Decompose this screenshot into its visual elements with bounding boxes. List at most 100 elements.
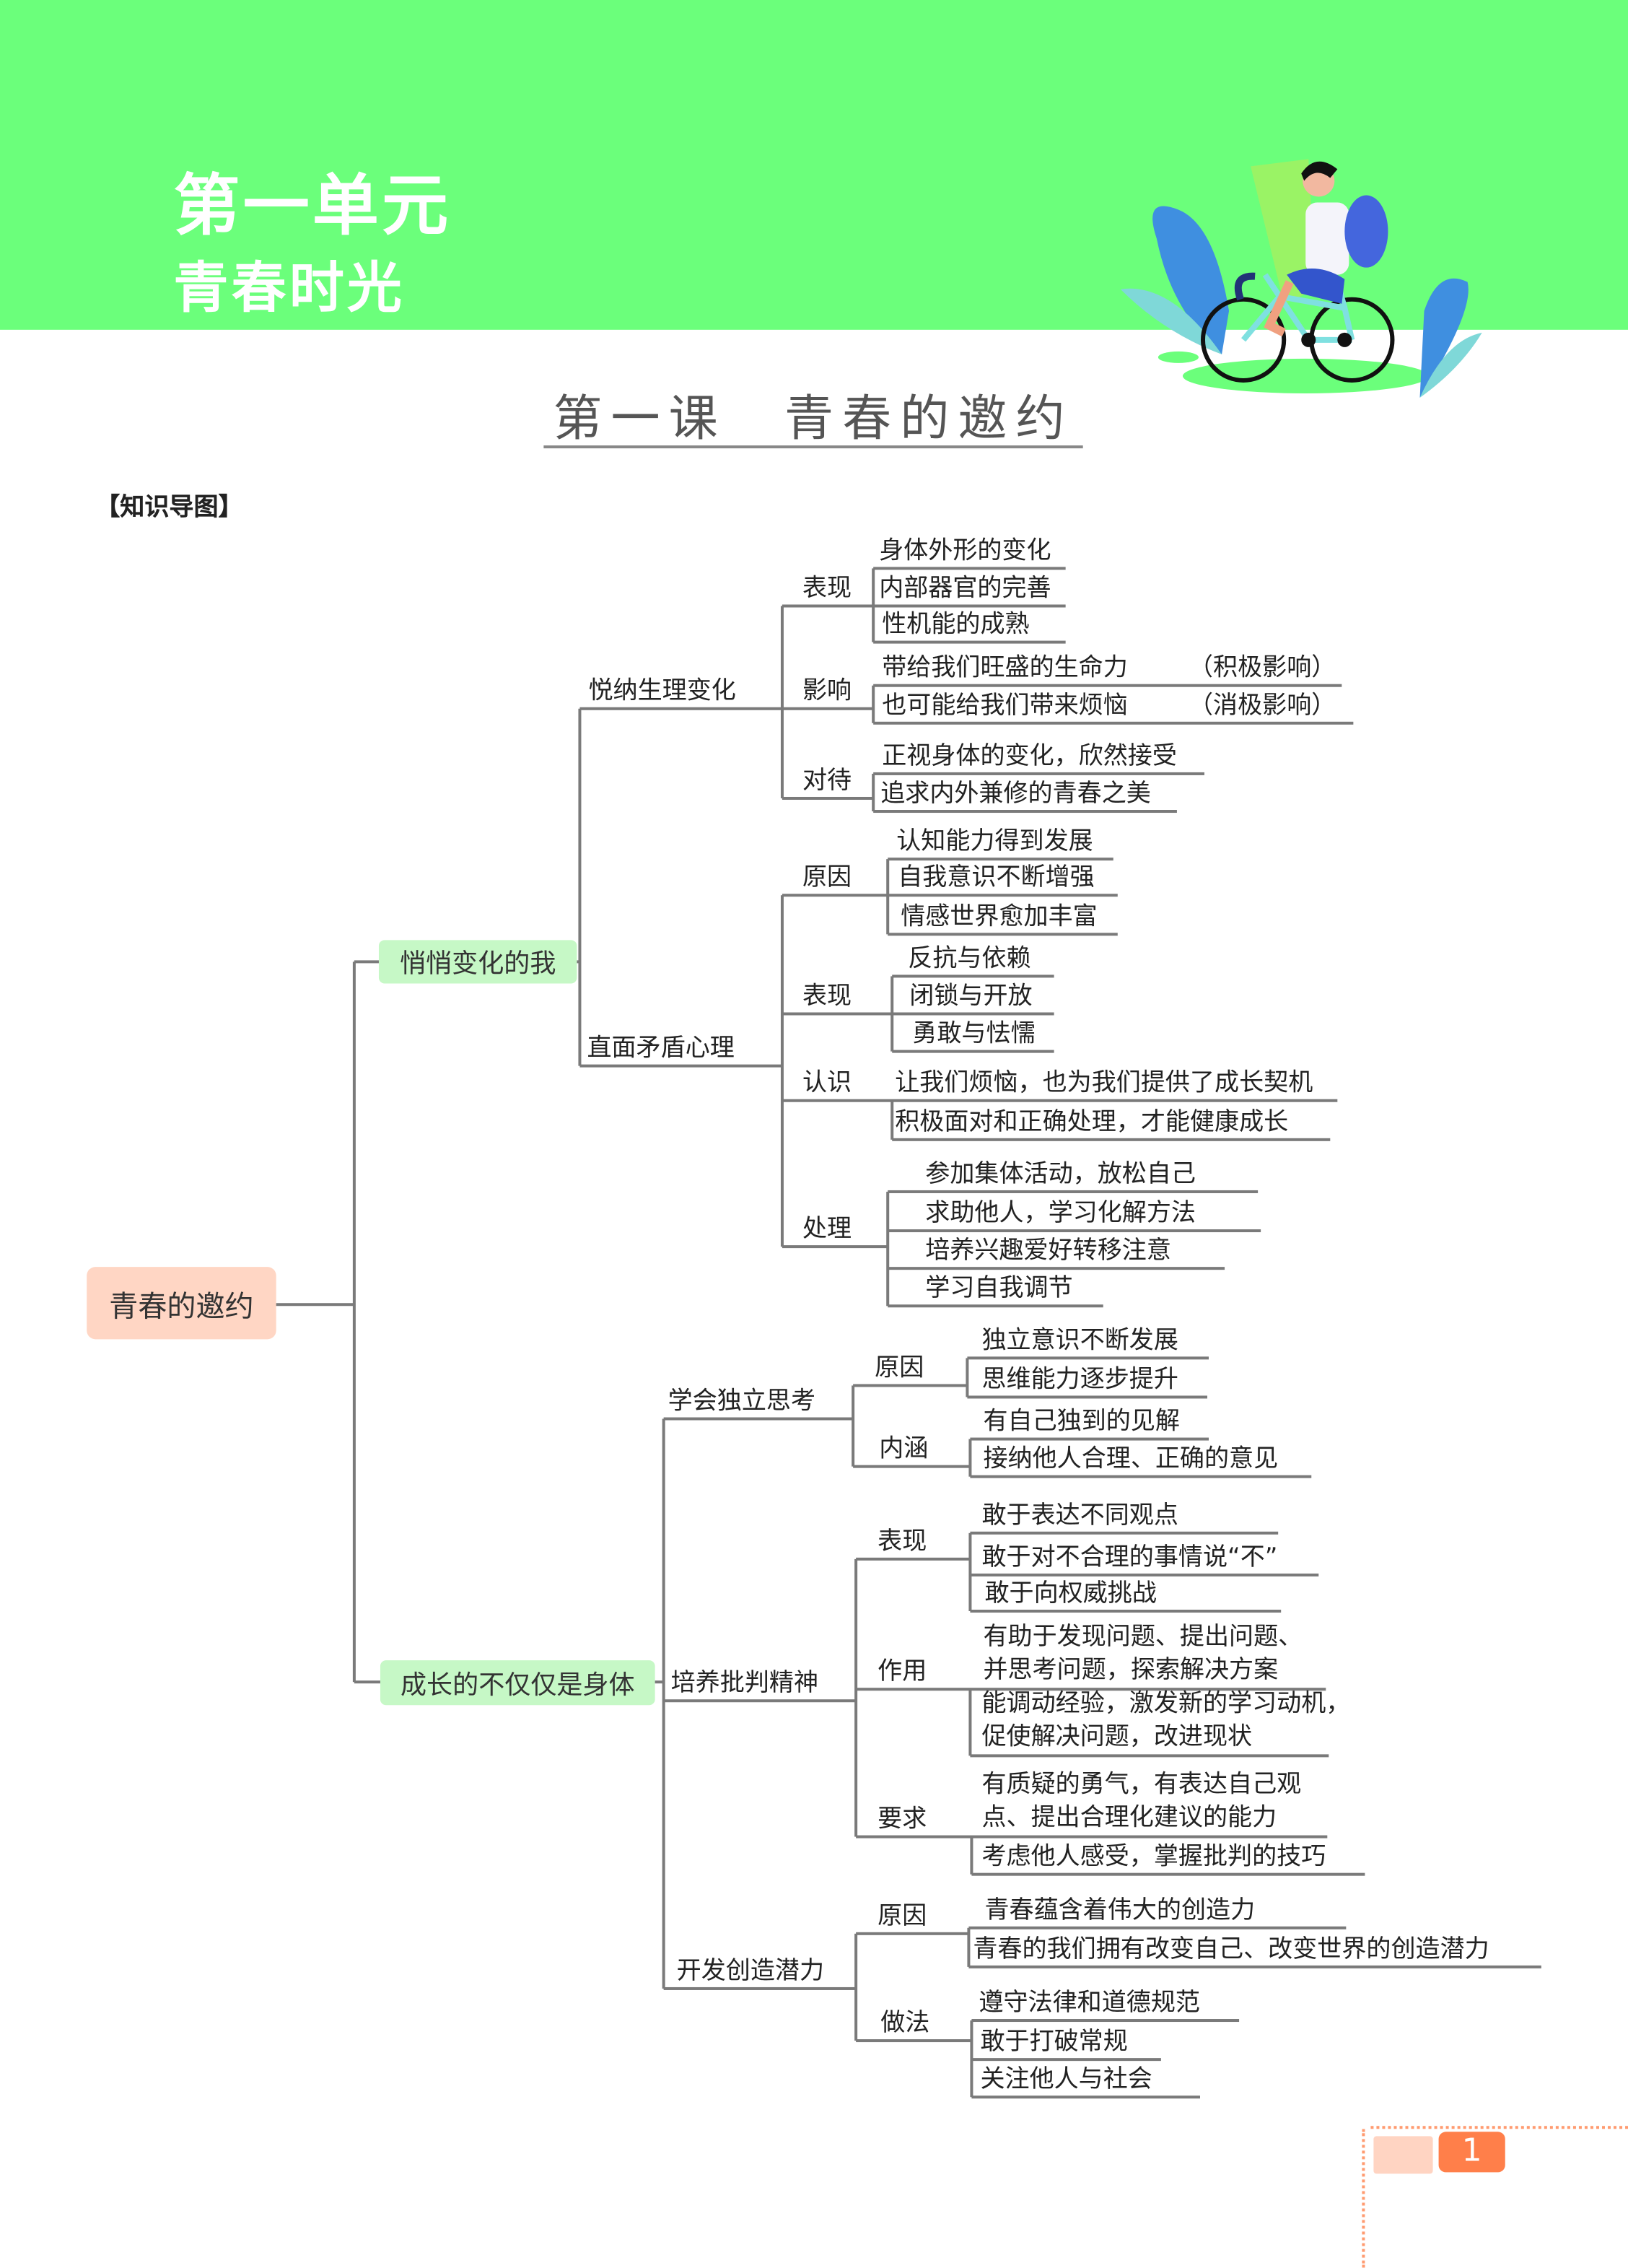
mindmap-node-label: 作用 bbox=[878, 1657, 927, 1687]
mindmap-leaf-item: 身体外形的变化 bbox=[879, 536, 1051, 566]
connector-line bbox=[853, 1465, 971, 1468]
connector-line bbox=[579, 707, 782, 710]
connector-line bbox=[970, 1574, 1319, 1576]
mindmap-leaf-item: 考虑他人感受，掌握批判的技巧 bbox=[981, 1842, 1326, 1872]
mindmap-leaf-item: 接纳他人合理、正确的意见 bbox=[983, 1444, 1279, 1474]
connector-line bbox=[663, 1699, 857, 1702]
connector-line bbox=[872, 685, 875, 723]
mindmap-node-label: 做法 bbox=[880, 2009, 930, 2038]
connector-line bbox=[781, 606, 784, 798]
mindmap-node-label: 对待 bbox=[802, 766, 852, 795]
mindmap-leaf-item: 关注他人与社会 bbox=[980, 2065, 1152, 2095]
connector-line bbox=[354, 1680, 380, 1683]
connector-line bbox=[970, 1836, 973, 1875]
mindmap-node-label: 学会独立思考 bbox=[668, 1387, 816, 1416]
mindmap-branch-1: 悄悄变化的我 bbox=[378, 940, 577, 984]
mindmap-node-label: 悦纳生理变化 bbox=[588, 676, 736, 706]
mindmap-node-text: 参加集体活动，放松自己 bbox=[925, 1159, 1196, 1189]
mindmap-leaf-item: 青春的我们拥有改变自己、改变世界的创造潜力 bbox=[973, 1935, 1489, 1964]
connector-line bbox=[892, 1012, 1054, 1016]
page-corner-dotted-border bbox=[1370, 2126, 1628, 2129]
mindmap-leaf-item: 也可能给我们带来烦恼 bbox=[882, 691, 1128, 720]
mindmap-node-label: 培养批判精神 bbox=[670, 1669, 819, 1698]
connector-line bbox=[872, 568, 875, 642]
unit-number: 第一单元 bbox=[173, 166, 452, 245]
connector-line bbox=[890, 976, 893, 1052]
mindmap-node-label: 直面矛盾心理 bbox=[587, 1034, 735, 1063]
mindmap-leaf-item: 学习自我调节 bbox=[925, 1274, 1073, 1304]
mindmap-leaf-item: 遵守法律和道德规范 bbox=[979, 1988, 1200, 2018]
connector-line bbox=[873, 567, 1066, 570]
mindmap-leaf-item: 有自己独到的见解 bbox=[983, 1407, 1180, 1436]
connector-line bbox=[353, 961, 356, 1683]
page-number: 1 bbox=[1438, 2132, 1505, 2173]
connector-line bbox=[967, 1927, 970, 1967]
mindmap-node-text: （积极影响） bbox=[1188, 653, 1336, 683]
mindmap-leaf-item: 能调动经验，激发新的学习动机， 促使解决问题，改进现状 bbox=[981, 1689, 1351, 1752]
mindmap-node-label: 认识 bbox=[802, 1068, 852, 1098]
connector-line bbox=[873, 684, 1342, 687]
mindmap-node-text: （消极影响） bbox=[1188, 691, 1336, 720]
mindmap-leaf-item: 敢于对不合理的事情说“不” bbox=[981, 1543, 1278, 1572]
mindmap-leaf-item: 积极面对和正确处理，才能健康成长 bbox=[895, 1107, 1289, 1137]
connector-line bbox=[856, 1835, 1328, 1839]
mindmap-leaf-item: 情感世界愈加丰富 bbox=[901, 902, 1098, 932]
connector-line bbox=[967, 1356, 1209, 1359]
connector-line bbox=[873, 640, 1066, 644]
connector-line bbox=[856, 2039, 972, 2042]
connector-line bbox=[782, 707, 874, 710]
page-corner-dotted-border-vertical bbox=[1362, 2129, 1365, 2268]
mindmap-leaf-item: 求助他人，学习化解方法 bbox=[925, 1198, 1196, 1229]
mindmap-node-text: 让我们烦恼，也为我们提供了成长契机 bbox=[895, 1068, 1313, 1098]
header-band bbox=[0, 0, 1628, 330]
mindmap-node-label: 影响 bbox=[802, 676, 852, 706]
connector-line bbox=[354, 960, 379, 963]
connector-line bbox=[854, 1558, 857, 1837]
mindmap-node-label: 要求 bbox=[878, 1805, 927, 1834]
connector-line bbox=[970, 1754, 1329, 1757]
connector-line bbox=[852, 1385, 854, 1467]
connector-line bbox=[662, 1418, 665, 1989]
connector-line bbox=[890, 1100, 893, 1140]
connector-line bbox=[276, 1303, 354, 1306]
mindmap-branch-2: 成长的不仅仅是身体 bbox=[380, 1660, 655, 1706]
connector-line bbox=[968, 1439, 971, 1477]
mindmap-leaf-item: 追求内外兼修的青春之美 bbox=[880, 779, 1151, 809]
mindmap-leaf-item: 思维能力逐步提升 bbox=[981, 1365, 1178, 1395]
cyclist-illustration bbox=[1120, 159, 1482, 398]
mindmap-leaf-item: 内部器官的完善 bbox=[879, 574, 1051, 603]
connector-line bbox=[873, 604, 1066, 608]
connector-line bbox=[971, 2058, 1161, 2061]
connector-line bbox=[971, 2095, 1200, 2098]
lesson-title: 第一课 青春的邀约 bbox=[553, 390, 1074, 449]
mindmap-node-label: 内涵 bbox=[879, 1434, 929, 1464]
connector-line bbox=[888, 1190, 1259, 1193]
mindmap-leaf-item: 勇敢与怯懦 bbox=[912, 1019, 1036, 1049]
mindmap-node-text: 敢于表达不同观点 bbox=[981, 1501, 1178, 1530]
connector-line bbox=[856, 1932, 969, 1935]
connector-line bbox=[782, 604, 874, 608]
connector-line bbox=[663, 1417, 854, 1421]
mindmap-node-label: 原因 bbox=[875, 1353, 924, 1383]
connector-line bbox=[782, 1099, 1338, 1102]
connector-line bbox=[970, 1475, 1312, 1478]
connector-line bbox=[892, 974, 1054, 977]
mindmap-leaf-item: 性机能的成熟 bbox=[882, 610, 1030, 640]
mindmap-node-label: 表现 bbox=[878, 1527, 927, 1556]
mindmap-root: 青春的邀约 bbox=[87, 1267, 276, 1340]
connector-line bbox=[873, 772, 1204, 775]
page-decoration-icon bbox=[1373, 2136, 1433, 2174]
mindmap-node-label: 表现 bbox=[802, 574, 852, 603]
connector-line bbox=[856, 1558, 971, 1561]
lesson-title-underline bbox=[543, 445, 1083, 448]
connector-line bbox=[782, 1012, 893, 1016]
mindmap-leaf-item: 认知能力得到发展 bbox=[896, 827, 1093, 857]
mindmap-leaf-item: 培养兴趣爱好转移注意 bbox=[925, 1237, 1171, 1266]
connector-line bbox=[968, 1966, 1541, 1968]
connector-line bbox=[888, 1267, 1225, 1270]
connector-line bbox=[888, 933, 1118, 935]
mindmap-node-label: 原因 bbox=[878, 1901, 927, 1931]
connector-line bbox=[970, 2020, 973, 2098]
mindmap-leaf-item: 敢于打破常规 bbox=[980, 2028, 1128, 2057]
connector-line bbox=[888, 1229, 1261, 1232]
